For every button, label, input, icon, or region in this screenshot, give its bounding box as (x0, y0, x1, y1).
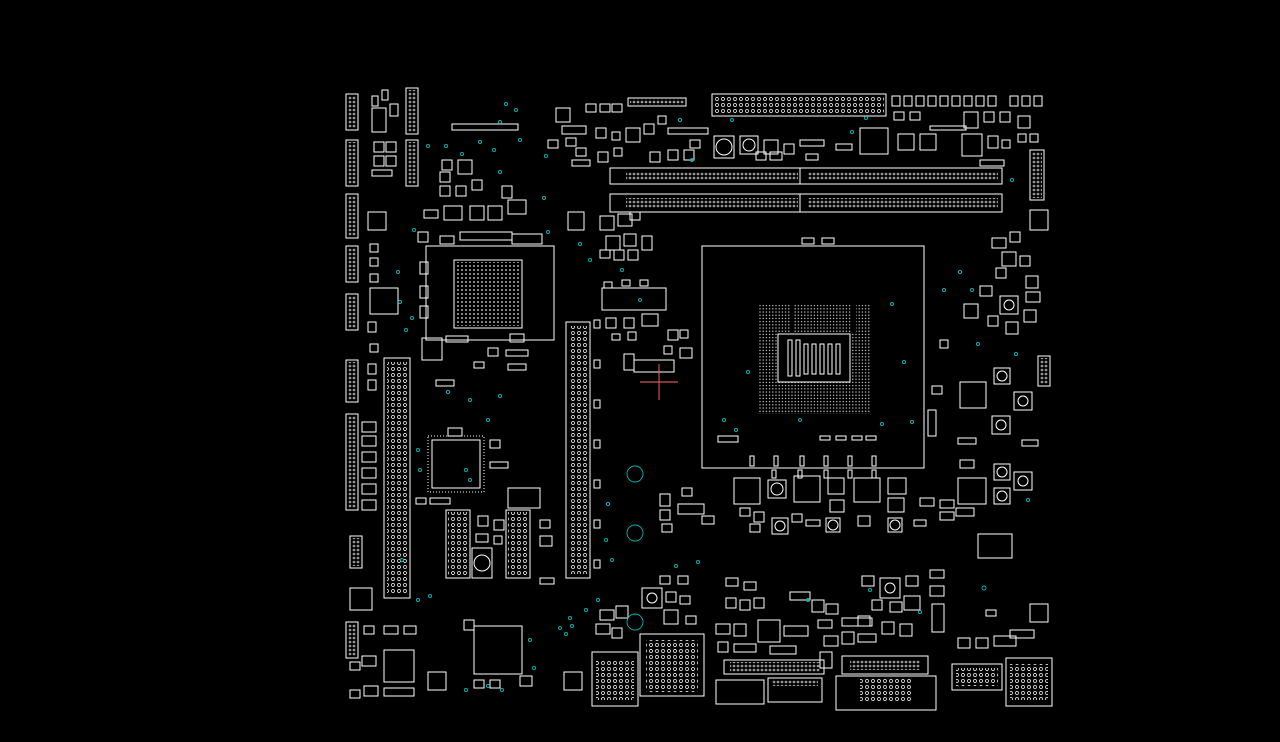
super-io-chip (415, 427, 541, 509)
vrm-components (733, 469, 907, 535)
mounting-hole-left-bottom-2 (427, 671, 447, 691)
vga-port (835, 675, 937, 711)
cpu-socket (701, 237, 925, 469)
bios-chip (601, 287, 667, 311)
hdmi-port (767, 677, 823, 703)
vias (395, 101, 1031, 693)
pcie-slot-center (565, 321, 591, 579)
jumper-header (633, 359, 675, 373)
rear-io-connectors (563, 603, 1053, 711)
usb-lan-port-1 (591, 651, 639, 707)
top-right-components (859, 95, 1049, 231)
dimm-slot-a (609, 167, 1003, 185)
mounting-hole-right-top (1029, 209, 1049, 231)
pch-chip (425, 231, 555, 341)
lan-controller-chip (473, 625, 523, 675)
left-edge-connectors (345, 87, 419, 659)
usb-lan-port-2 (639, 633, 705, 697)
dvi-port (715, 679, 765, 705)
mounting-hole-via-3 (626, 613, 644, 631)
mounting-hole-via-1 (626, 465, 644, 483)
cpu-fan-header (977, 533, 1013, 559)
header-top (627, 97, 687, 107)
atx-power-connector (711, 93, 887, 117)
dimm-slots (609, 167, 1003, 213)
mounting-hole-left-top (367, 211, 387, 231)
right-vrm (913, 231, 1051, 559)
mounting-hole-right-bottom (1029, 603, 1049, 623)
component-outlines (345, 87, 1053, 711)
dip-chips (445, 509, 555, 585)
cpu-center-capacitors (787, 339, 841, 377)
ps2-port (951, 663, 1003, 691)
dimm-slot-b (609, 193, 1003, 213)
mounting-hole-center-top (567, 211, 585, 231)
mounting-hole-left-bottom (349, 587, 373, 611)
mounting-hole-via-2 (626, 524, 644, 542)
audio-jack (1005, 657, 1053, 707)
mounting-hole-center-bottom (563, 671, 583, 691)
crosshair-cursor-icon (640, 364, 678, 400)
pcie-slot-left (383, 357, 411, 599)
header-chipset-top (451, 123, 519, 131)
header-right-vertical (1029, 149, 1045, 201)
